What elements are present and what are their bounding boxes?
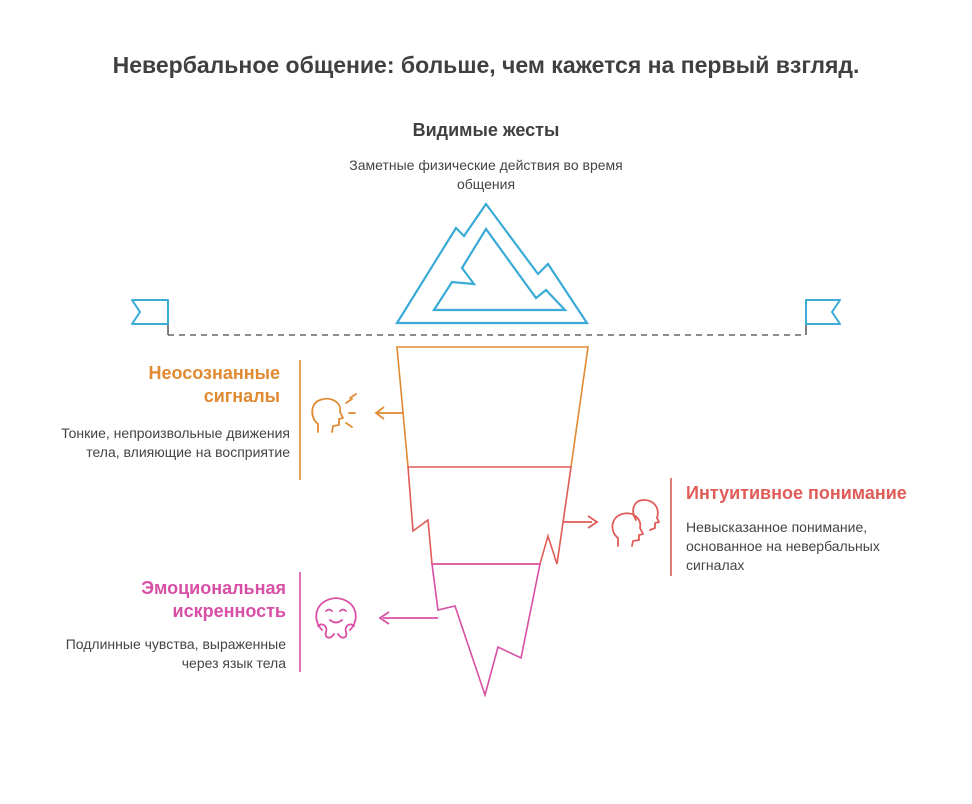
emotional-layer xyxy=(431,563,541,698)
unconscious-heading: Неосознанные сигналы xyxy=(148,363,281,406)
unconscious-arrow xyxy=(374,406,403,420)
visible-gestures-description: Заметные физические действия во время об… xyxy=(349,157,623,192)
emotional-heading: Эмоциональная искренность xyxy=(141,578,286,621)
waterline xyxy=(131,299,841,336)
intuitive-arrow xyxy=(563,515,599,529)
intuitive-description: Невысказанное понимание, основанное на н… xyxy=(686,519,880,573)
visible-gestures-heading: Видимые жесты xyxy=(412,120,560,140)
unconscious-layer xyxy=(396,346,589,468)
right-flag-icon xyxy=(805,299,841,325)
intuitive-layer xyxy=(407,466,572,565)
head-signal-icon xyxy=(311,393,357,433)
intuitive-heading: Интуитивное понимание xyxy=(686,483,907,503)
unconscious-description: Тонкие, непроизвольные движения тела, вл… xyxy=(61,425,290,460)
hugging-face-icon xyxy=(315,597,357,639)
left-flag-icon xyxy=(131,299,169,325)
two-heads-icon xyxy=(611,499,660,547)
emotional-description: Подлинные чувства, выраженные через язык… xyxy=(65,636,286,671)
emotional-arrow xyxy=(378,611,438,625)
mountain-tip-icon xyxy=(395,202,590,325)
page-title: Невербальное общение: больше, чем кажетс… xyxy=(112,52,860,78)
